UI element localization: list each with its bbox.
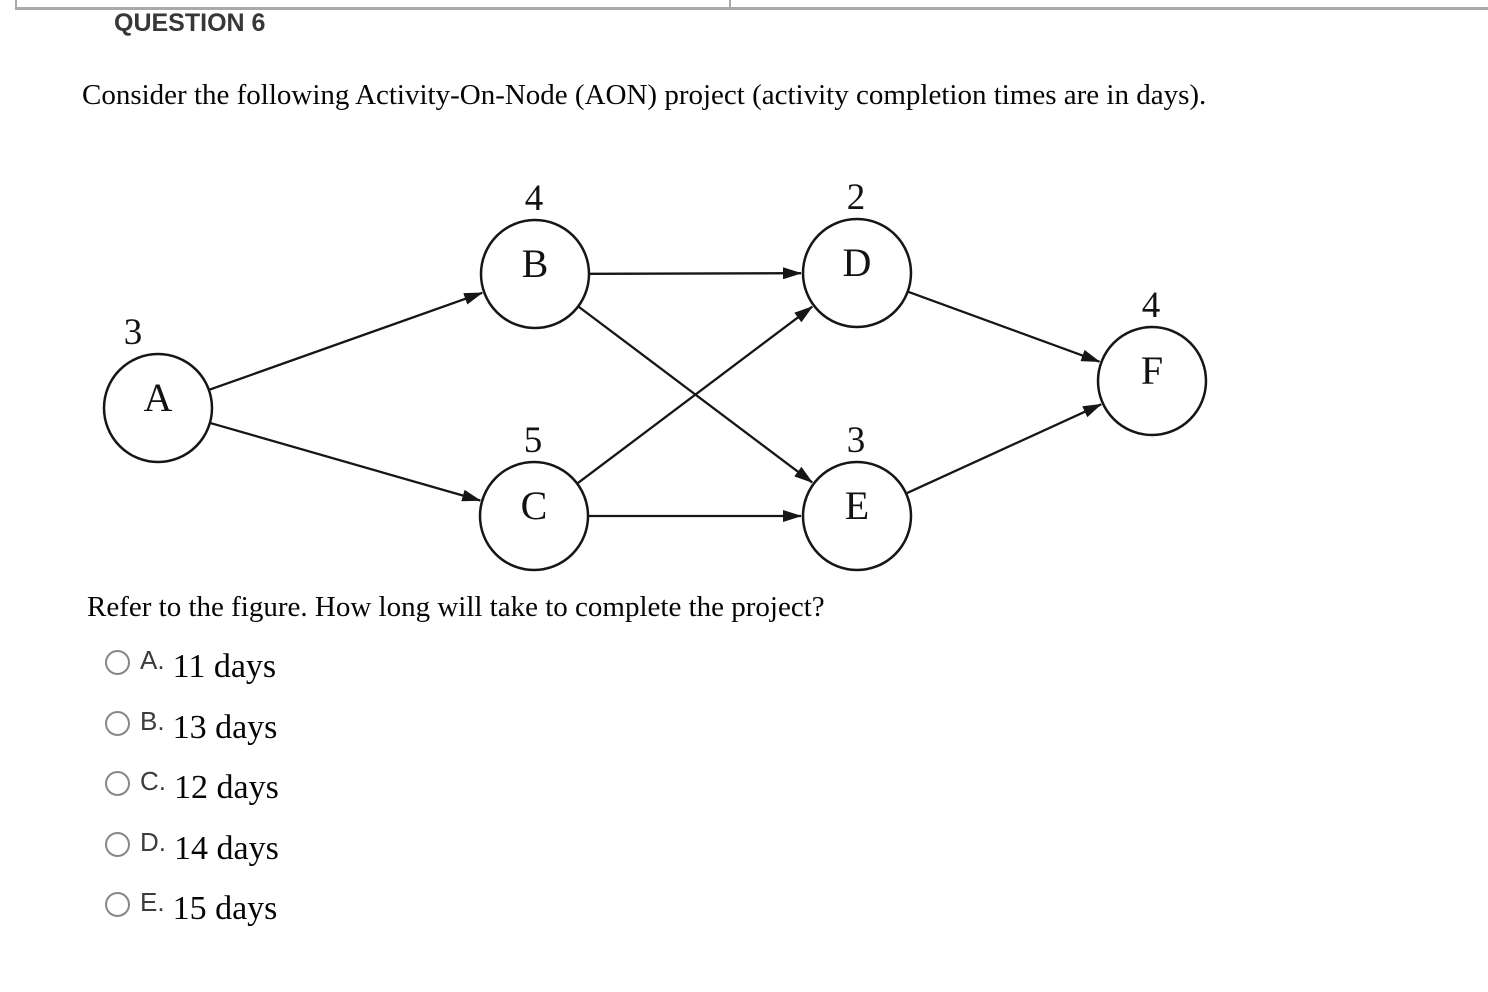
option-letter: C.: [140, 766, 166, 797]
option-row-d: D. 14 days: [105, 826, 279, 892]
intro-text: Consider the following Activity-On-Node …: [82, 79, 1207, 111]
node-letter-A: A: [144, 375, 173, 420]
option-letter: A.: [140, 645, 165, 675]
node-letter-F: F: [1141, 348, 1163, 393]
edge-A-B: [209, 291, 484, 391]
node-letter-B: B: [522, 241, 549, 286]
node-circle-E: [801, 460, 913, 572]
option-row-b: B.13 days: [105, 705, 279, 771]
node-letter-E: E: [845, 483, 869, 528]
option-row-e: E.15 days: [105, 887, 279, 952]
top-border-tick-left: [15, 0, 17, 10]
node-circle-F: [1096, 325, 1208, 437]
node-duration-E: 3: [847, 420, 866, 461]
node-duration-A: 3: [124, 312, 143, 353]
option-radio-c[interactable]: [105, 771, 130, 797]
node-D: D2: [801, 177, 913, 329]
node-duration-B: 4: [525, 178, 544, 219]
option-radio-e[interactable]: [105, 892, 130, 918]
node-letter-D: D: [843, 240, 872, 285]
option-letter: E.: [140, 887, 165, 918]
node-duration-D: 2: [847, 177, 866, 218]
edge-B-D: [589, 267, 802, 280]
node-circle-C: [478, 460, 590, 572]
edge-E-F: [906, 403, 1103, 495]
node-duration-C: 5: [524, 420, 543, 461]
option-radio-a[interactable]: [105, 650, 130, 675]
option-radio-b[interactable]: [105, 710, 130, 736]
node-E: E3: [801, 420, 913, 572]
node-F: F4: [1096, 285, 1208, 437]
top-border-rule: [15, 7, 1488, 10]
option-text: 15 days: [172, 890, 278, 928]
node-letter-C: C: [521, 483, 548, 528]
node-circle-B: [479, 218, 591, 330]
node-B: B4: [479, 178, 591, 330]
question-header: QUESTION 6: [114, 9, 266, 37]
option-text: 12 days: [174, 769, 279, 807]
option-row-a: A.11 days: [105, 645, 279, 710]
option-letter: D.: [140, 826, 166, 857]
node-C: C5: [478, 420, 590, 572]
node-circle-A: [102, 352, 214, 464]
edge-C-D: [577, 305, 813, 484]
option-radio-d[interactable]: [105, 831, 130, 857]
question-text: Refer to the figure. How long will take …: [87, 591, 825, 623]
option-row-c: C. 12 days: [105, 766, 279, 831]
option-letter: B.: [140, 705, 165, 736]
node-A: A3: [102, 312, 214, 464]
option-text: 14 days: [174, 829, 279, 867]
node-circle-D: [801, 217, 913, 329]
option-text: 11 days: [172, 648, 277, 685]
node-duration-F: 4: [1142, 285, 1161, 326]
option-text: 13 days: [172, 708, 278, 746]
edge-A-C: [210, 422, 482, 502]
edge-D-F: [908, 290, 1101, 363]
top-border-tick-middle: [729, 0, 731, 10]
